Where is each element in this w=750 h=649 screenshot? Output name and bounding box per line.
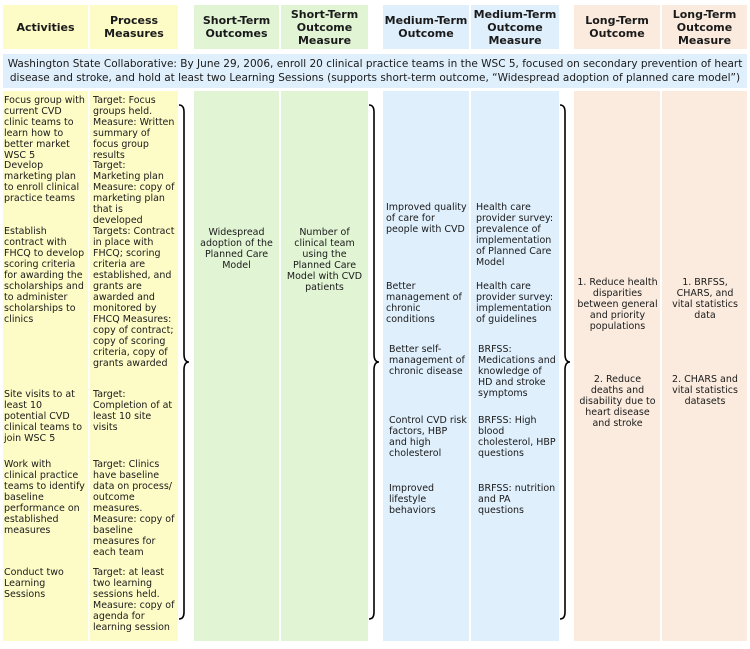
activity-item: Establish contract with FHCQ to develop … xyxy=(4,226,85,325)
short-term-outcomes-column xyxy=(194,91,279,641)
header-medium-term-outcome: Medium-Term Outcome xyxy=(383,5,469,49)
process-measure-item: Target: at least two learning sessions h… xyxy=(93,567,175,633)
process-measure-item: Target: Focus groups held. Measure: Writ… xyxy=(93,95,175,161)
process-measures-column xyxy=(90,91,178,641)
brace-medium-term-icon xyxy=(559,104,571,620)
process-measure-item: Target: Marketing plan Measure: copy of … xyxy=(93,160,175,226)
process-measure-item: Target: Completion of at least 10 site v… xyxy=(93,389,173,433)
medium-term-measure-item: BRFSS: nutrition and PA questions xyxy=(478,483,556,516)
collaborative-banner: Washington State Collaborative: By June … xyxy=(3,54,747,88)
medium-term-outcome-item: Control CVD risk factors, HBP and high c… xyxy=(389,415,467,459)
header-short-term-outcomes: Short-Term Outcomes xyxy=(194,5,279,49)
header-long-term-outcome: Long-Term Outcome xyxy=(574,5,660,49)
medium-term-outcome-column xyxy=(383,91,469,641)
long-term-measure-column xyxy=(662,91,747,641)
activity-item: Work with clinical practice teams to ide… xyxy=(4,459,85,536)
activities-column xyxy=(3,91,88,641)
long-term-outcome-item: 2. Reduce deaths and disability due to h… xyxy=(579,374,656,429)
activity-item: Focus group with current CVD clinic team… xyxy=(4,95,85,161)
header-short-term-measure: Short-Term Outcome Measure xyxy=(281,5,368,49)
process-measure-item: Targets: Contract in place with FHCQ; sc… xyxy=(93,226,175,369)
header-long-term-measure: Long-Term Outcome Measure xyxy=(662,5,747,49)
header-medium-term-measure: Medium-Term Outcome Measure xyxy=(471,5,559,49)
long-term-measure-item: 2. CHARS and vital statistics datasets xyxy=(672,374,738,407)
long-term-outcome-column xyxy=(574,91,660,641)
process-measure-item: Target: Clinics have baseline data on pr… xyxy=(93,459,175,558)
short-term-measure-text: Number of clinical team using the Planne… xyxy=(286,227,363,293)
medium-term-measure-item: BRFSS: High blood cholesterol, HBP quest… xyxy=(478,415,556,459)
long-term-outcome-item: 1. Reduce health disparities between gen… xyxy=(577,277,658,332)
medium-term-measure-column xyxy=(471,91,559,641)
medium-term-outcome-item: Better management of chronic conditions xyxy=(386,281,462,325)
medium-term-outcome-item: Better self-management of chronic diseas… xyxy=(389,344,465,377)
medium-term-outcome-item: Improved quality of care for people with… xyxy=(386,202,467,235)
activity-item: Conduct two Learning Sessions xyxy=(4,567,64,600)
medium-term-outcome-item: Improved lifestyle behaviors xyxy=(389,483,436,516)
short-term-outcome-text: Widespread adoption of the Planned Care … xyxy=(200,227,273,271)
brace-short-term-icon xyxy=(368,104,380,620)
brace-activities-icon xyxy=(178,104,190,620)
banner-text: Washington State Collaborative: By June … xyxy=(7,58,743,84)
medium-term-measure-item: Health care provider survey: prevalence … xyxy=(476,202,554,268)
activity-item: Site visits to at least 10 potential CVD… xyxy=(4,389,83,444)
header-process-measures: Process Measures xyxy=(90,5,178,49)
activity-item: Develop marketing plan to enroll clinica… xyxy=(4,160,80,204)
medium-term-measure-item: Health care provider survey: implementat… xyxy=(476,281,554,325)
short-term-measure-column xyxy=(281,91,368,641)
medium-term-measure-item: BRFSS: Medications and knowledge of HD a… xyxy=(478,344,556,399)
header-activities: Activities xyxy=(3,5,88,49)
long-term-measure-item: 1. BRFSS, CHARS, and vital statistics da… xyxy=(672,277,738,321)
